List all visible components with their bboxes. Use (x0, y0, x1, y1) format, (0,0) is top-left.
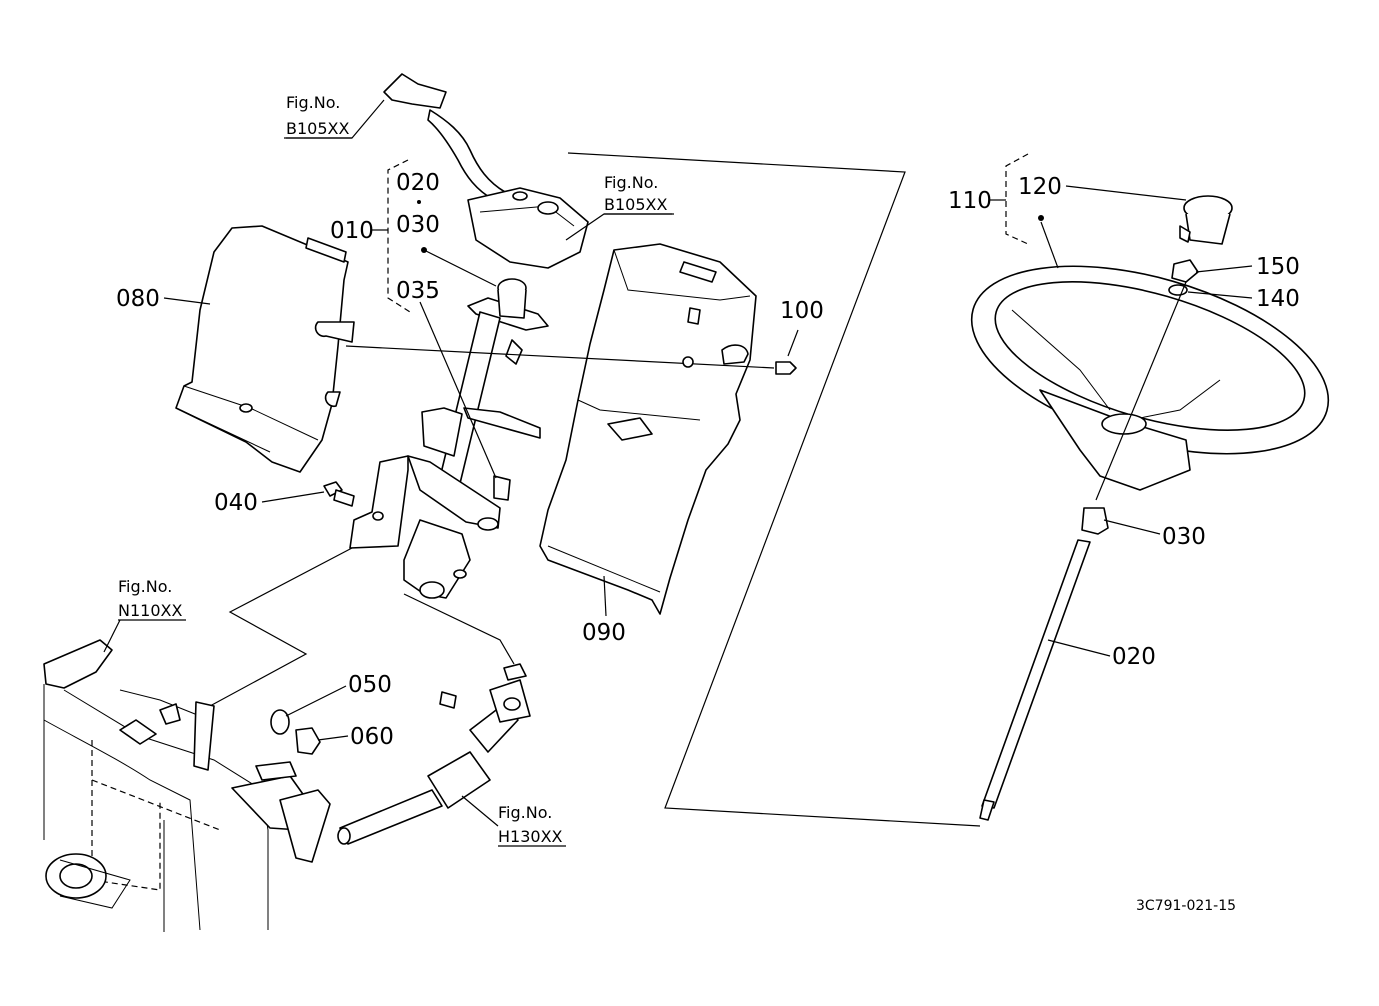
label-120: 120 (1018, 174, 1062, 200)
connector-column-frame (209, 547, 353, 707)
nut-150 (1171, 259, 1199, 283)
label-035: 035 (396, 278, 440, 304)
leader-140 (1187, 291, 1253, 299)
axis-wheel-shaft (1095, 281, 1187, 501)
leader-030-right (1103, 519, 1161, 535)
label-100: 100 (780, 298, 824, 324)
shaft-end-spline (979, 799, 995, 821)
leader-n110 (103, 619, 121, 653)
label-030-top: 030 (396, 212, 440, 238)
hole-100 (682, 356, 694, 368)
leader-150 (1195, 265, 1253, 273)
leader-100-axis (345, 345, 775, 369)
assembly-boundary-line (567, 152, 981, 827)
leader-020-right (1047, 639, 1111, 657)
bullet-010-set (421, 247, 427, 253)
leader-100 (787, 329, 799, 357)
leader-120 (1065, 185, 1187, 201)
label-020-right: 020 (1112, 644, 1156, 670)
leader-switch-dot (423, 249, 497, 287)
grouping-bracket-010 (387, 159, 411, 313)
fig-ref-2-code: B105XX (604, 195, 667, 214)
label-030-right: 030 (1162, 524, 1206, 550)
nut-060 (295, 727, 321, 755)
fig-ref-1-title: Fig.No. (286, 93, 340, 112)
leader-060 (317, 735, 349, 741)
label-060: 060 (350, 724, 394, 750)
bullet-010-small (417, 200, 421, 204)
steering-column-010 (349, 278, 549, 599)
bullet-110 (1038, 215, 1044, 221)
fig-ref-4-code: H130XX (498, 827, 563, 846)
combination-switch (383, 73, 589, 269)
leader-040 (261, 491, 325, 503)
drawing-code: 3C791-021-15 (1136, 898, 1236, 914)
leader-h130 (461, 795, 499, 827)
upper-cover-080 (175, 225, 355, 473)
steering-shaft-020 (981, 539, 1091, 809)
fig-ref-3-code: N110XX (118, 601, 182, 620)
leader-080 (163, 297, 211, 305)
connector-column-joint (403, 593, 515, 665)
leader-wheel (1040, 221, 1059, 269)
fig-ref-4-title: Fig.No. (498, 803, 552, 822)
label-090: 090 (582, 620, 626, 646)
steering-wheel-110 (970, 265, 1330, 491)
washer-050 (270, 709, 290, 735)
label-050: 050 (348, 672, 392, 698)
lower-cover-090 (539, 243, 757, 615)
label-080: 080 (116, 286, 160, 312)
label-010: 010 (330, 218, 374, 244)
washer-140 (1168, 284, 1188, 296)
label-140: 140 (1256, 286, 1300, 312)
leader-035 (419, 301, 497, 479)
label-150: 150 (1256, 254, 1300, 280)
screw-100 (775, 361, 797, 375)
label-110: 110 (948, 188, 992, 214)
frame-assembly (43, 619, 331, 932)
label-020-top: 020 (396, 170, 440, 196)
bolt-040 (323, 481, 355, 507)
fig-ref-2-title: Fig.No. (604, 173, 658, 192)
fig-ref-3-title: Fig.No. (118, 577, 172, 596)
grouping-bracket-110 (1005, 153, 1029, 245)
cap-120 (1179, 195, 1233, 245)
fig-ref-1-code: B105XX (286, 119, 349, 138)
universal-joint-shaft (337, 663, 531, 845)
label-040: 040 (214, 490, 258, 516)
leader-050 (285, 685, 347, 717)
leader-090 (603, 575, 607, 617)
bushing-030 (1081, 507, 1109, 535)
